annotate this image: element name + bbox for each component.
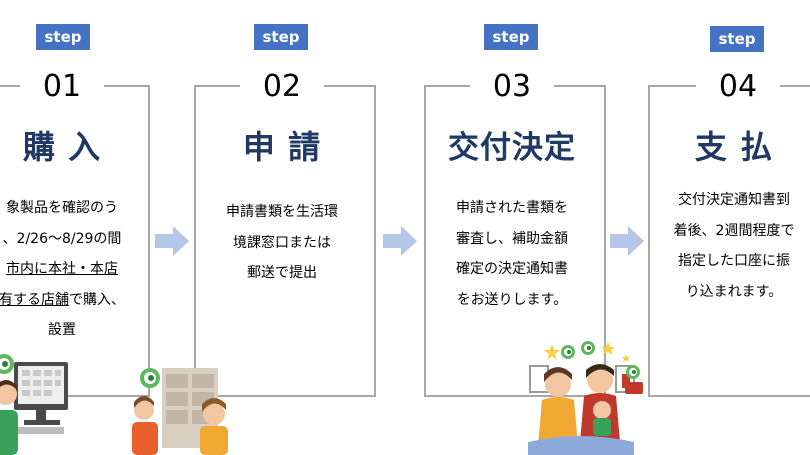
step-1-line-4-underlined: 有する店舗 bbox=[0, 291, 69, 308]
phone-notice-illustration bbox=[625, 365, 643, 394]
arrow-right-icon bbox=[610, 226, 644, 256]
step-4-line-2: 着後、2週間程度で bbox=[673, 222, 795, 239]
step-4-line-3: 指定した口座に振 bbox=[678, 253, 790, 269]
family-celebration-illustration bbox=[528, 341, 635, 455]
step-1-line-3: 市内に本社・本店 bbox=[6, 261, 118, 277]
step-3-line-3: 確定の決定通知書 bbox=[456, 261, 568, 277]
arrow-right-icon bbox=[383, 226, 417, 256]
step-3-line-2: 審査し、補助金額 bbox=[456, 230, 568, 247]
step-2-frame bbox=[194, 85, 376, 397]
step-4: step 04 支 払 交付決定通知書到 着後、2週間程度で 指定した口座に振 … bbox=[648, 0, 810, 455]
step-3-badge: step bbox=[484, 24, 538, 50]
computer-shopping-illustration bbox=[0, 354, 68, 455]
step-3: step 03 交付決定 申請された書類を 審査し、補助金額 確定の決定通知書 … bbox=[420, 0, 650, 455]
step-1-frame bbox=[0, 85, 150, 397]
step-2-number: 02 bbox=[240, 67, 324, 105]
step-4-line-4: り込まれます。 bbox=[685, 283, 783, 300]
step-2: step 02 申 請 申請書類を生活環 境課窓口または 郵送で提出 bbox=[190, 0, 420, 455]
step-2-line-2: 境課窓口または bbox=[233, 234, 331, 251]
step-3-line-4: をお送りします。 bbox=[456, 291, 568, 308]
step-1-number: 01 bbox=[20, 67, 104, 105]
step-3-description: 申請された書類を 審査し、補助金額 確定の決定通知書 をお送りします。 bbox=[412, 193, 612, 315]
step-3-frame bbox=[424, 85, 606, 397]
step-4-number: 04 bbox=[696, 67, 780, 105]
step-4-description: 交付決定通知書到 着後、2週間程度で 指定した口座に振 り込まれます。 bbox=[634, 185, 810, 307]
step-1-line-4: 有する店舗で購入、 bbox=[0, 291, 125, 308]
step-1-line-1: 象製品を確認のう bbox=[6, 200, 118, 216]
step-1-line-2: 、2/26～8/29の間 bbox=[2, 230, 122, 247]
step-3-line-1: 申請された書類を bbox=[456, 200, 568, 216]
arrow-right-icon bbox=[155, 226, 189, 256]
step-1-line-5: 設置 bbox=[48, 322, 76, 338]
step-3-number: 03 bbox=[470, 67, 554, 105]
step-2-badge: step bbox=[254, 24, 308, 50]
step-1-description: 象製品を確認のう 、2/26～8/29の間 市内に本社・本店 有する店舗で購入、… bbox=[0, 193, 162, 346]
step-4-badge: step bbox=[710, 26, 764, 52]
step-3-title: 交付決定 bbox=[448, 130, 576, 166]
step-4-line-1: 交付決定通知書到 bbox=[678, 192, 790, 208]
step-1-title: 購 入 bbox=[22, 128, 102, 166]
counter-application-illustration bbox=[132, 368, 228, 455]
step-1-badge: step bbox=[36, 24, 90, 50]
step-1: step 01 購 入 象製品を確認のう 、2/26～8/29の間 市内に本社・… bbox=[0, 0, 152, 455]
step-2-line-3: 郵送で提出 bbox=[247, 265, 317, 281]
step-4-title: 支 払 bbox=[694, 128, 774, 166]
step-2-line-1: 申請書類を生活環 bbox=[226, 204, 338, 220]
step-2-description: 申請書類を生活環 境課窓口または 郵送で提出 bbox=[182, 197, 382, 289]
step-2-title: 申 請 bbox=[242, 128, 322, 166]
step-4-frame bbox=[648, 85, 810, 397]
